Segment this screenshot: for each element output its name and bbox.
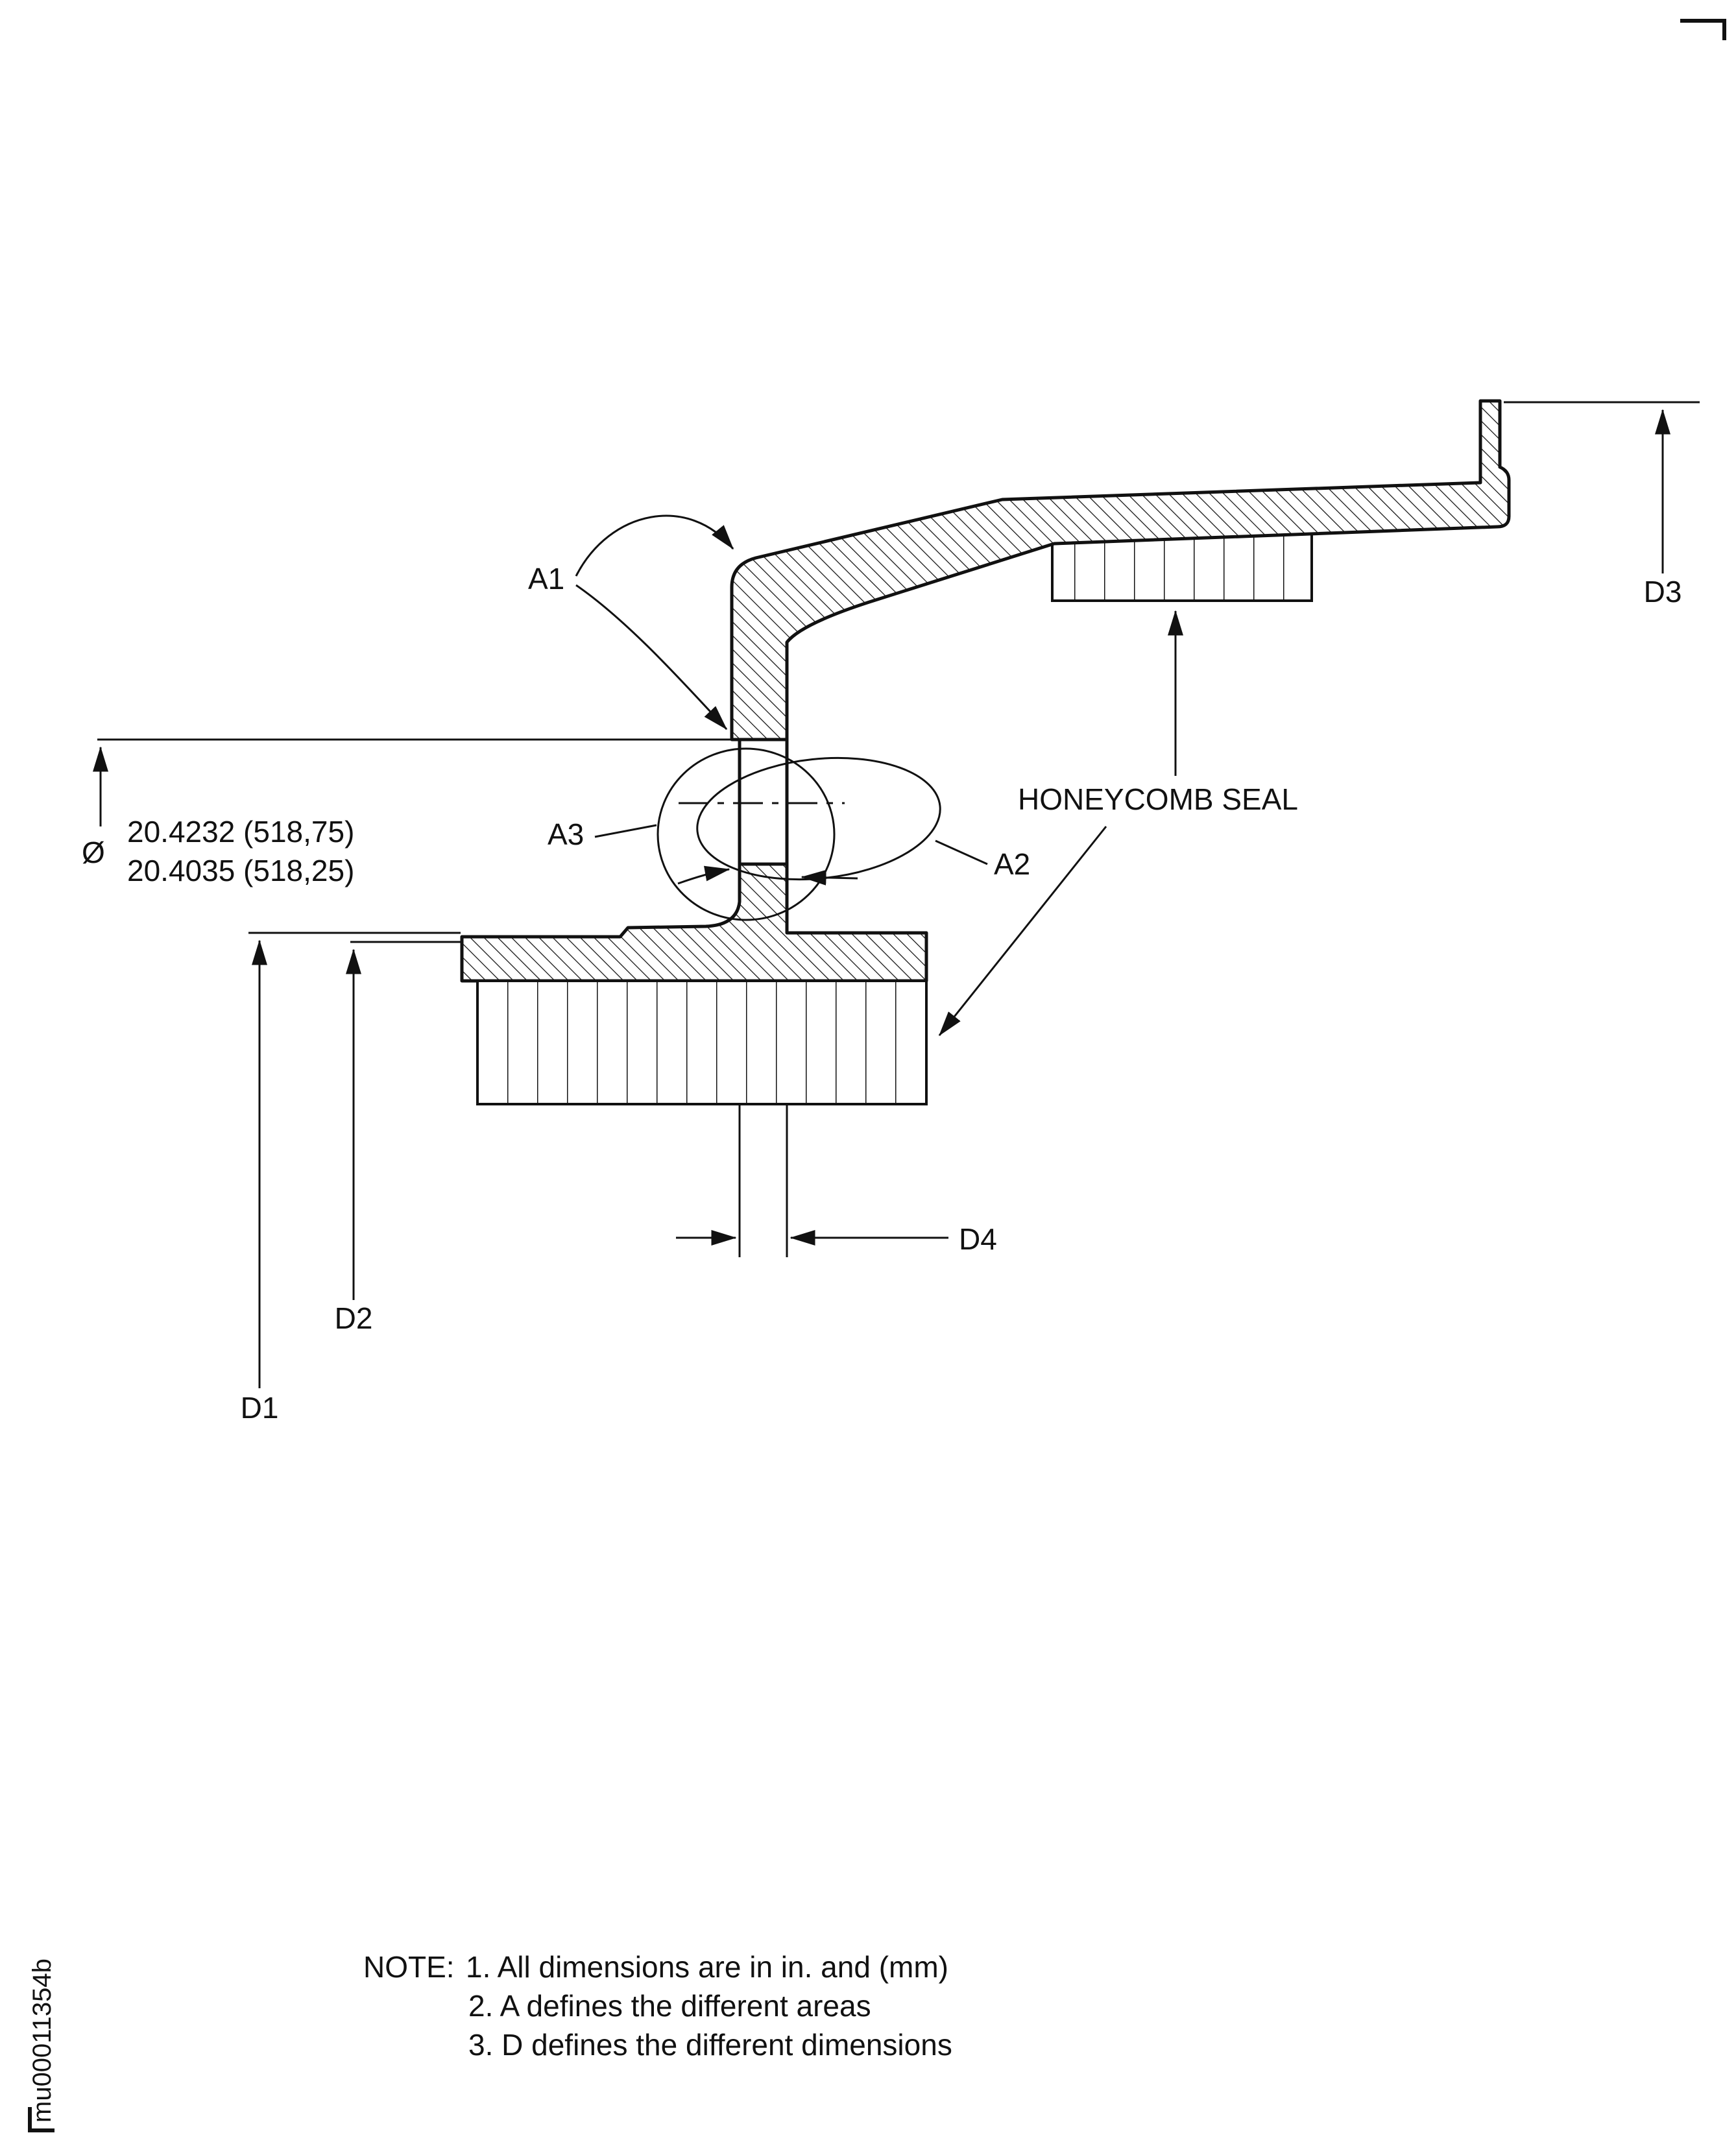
- note-item-3: 3. D defines the different dimensions: [468, 2028, 952, 2062]
- a2-leader: [935, 839, 988, 865]
- note-item-2: 2. A defines the different areas: [468, 1989, 871, 2023]
- callout-honeycomb-seal: HONEYCOMB SEAL: [938, 610, 1298, 1037]
- dim-d1: D1: [241, 932, 461, 1425]
- label-a2: A2: [994, 847, 1030, 881]
- callout-a3: A3: [548, 747, 836, 921]
- upper-arm-section: [730, 399, 1511, 741]
- corner-mark-top-right: [1680, 19, 1726, 40]
- dim-d4: D4: [676, 1105, 997, 1257]
- a3-arrow: [677, 865, 730, 885]
- diameter-upper-value: 20.4232 (518,75): [127, 815, 354, 849]
- lower-flange-section: [460, 862, 928, 983]
- callout-diameter: Ø 20.4232 (518,75) 20.4035 (518,25): [82, 738, 732, 887]
- label-honeycomb-seal: HONEYCOMB SEAL: [1018, 782, 1298, 816]
- label-a1: A1: [528, 562, 564, 596]
- callout-a1: A1: [528, 514, 734, 730]
- a3-loop: [657, 747, 836, 921]
- label-d2: D2: [335, 1301, 373, 1335]
- honeycomb-seal-top: [1051, 532, 1313, 602]
- note-item-1: 1. All dimensions are in in. and (mm): [466, 1950, 948, 1984]
- a2-loop: [696, 756, 941, 881]
- diameter-lower-value: 20.4035 (518,25): [127, 854, 354, 887]
- seal-land: [738, 738, 789, 866]
- label-a3: A3: [548, 817, 584, 851]
- notes-block: NOTE: 1. All dimensions are in in. and (…: [363, 1950, 952, 2062]
- label-d3: D3: [1644, 575, 1682, 609]
- doc-code-block: mu00011354b: [28, 1958, 56, 2132]
- doc-code: mu00011354b: [28, 1958, 56, 2123]
- a1-leader-bottom: [575, 584, 728, 730]
- dim-d2: D2: [335, 941, 462, 1335]
- a2-arrow: [801, 869, 858, 886]
- label-d1: D1: [241, 1391, 279, 1425]
- dim-d3: D3: [1504, 401, 1700, 609]
- note-heading: NOTE:: [363, 1950, 455, 1984]
- honeycomb-arrow-down: [938, 826, 1107, 1037]
- corner-mark-bottom-left: [28, 2107, 54, 2132]
- label-d4: D4: [959, 1222, 997, 1256]
- a3-leader: [594, 824, 657, 838]
- diameter-symbol: Ø: [82, 836, 105, 869]
- callout-a2: A2: [696, 756, 1030, 886]
- honeycomb-seal-bottom: [476, 980, 928, 1105]
- a1-leader-top: [575, 514, 734, 577]
